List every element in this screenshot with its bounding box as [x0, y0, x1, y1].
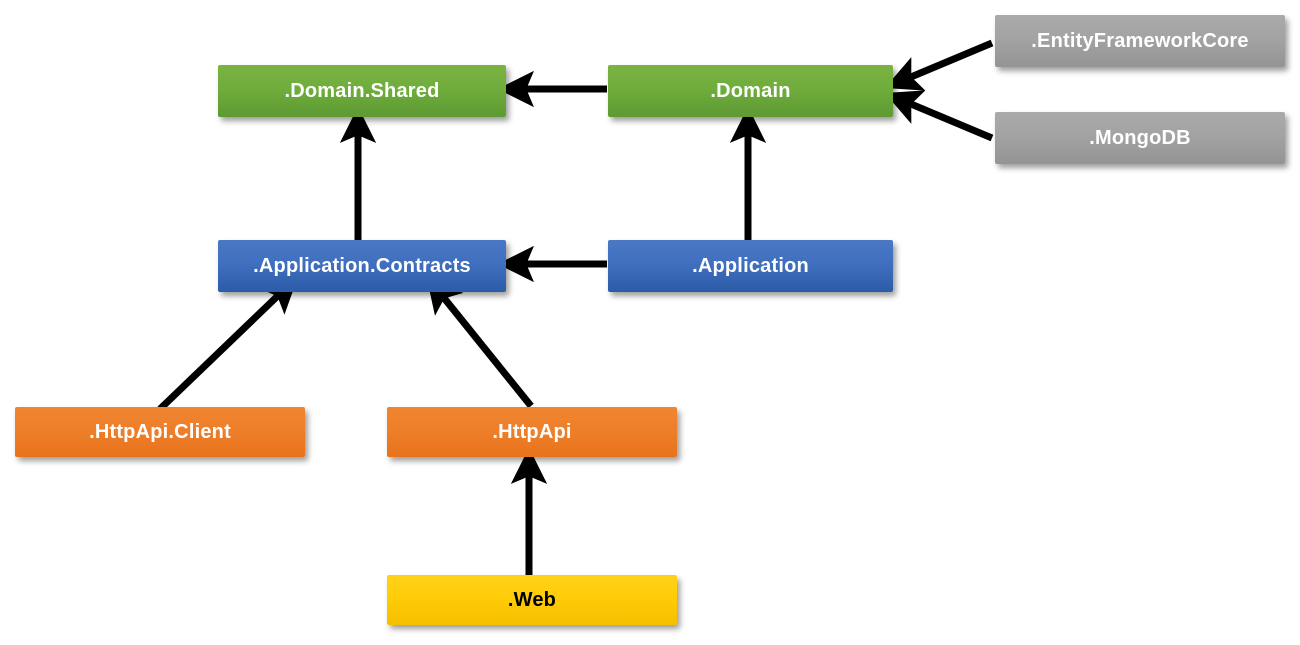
- edges-group: [157, 39, 994, 575]
- node-application-contracts[interactable]: .Application.Contracts: [218, 240, 506, 292]
- arrow-httpapi-to-application-contracts: [426, 276, 534, 409]
- node-label-httpapi-client: .HttpApi.Client: [89, 421, 231, 443]
- node-application[interactable]: .Application: [608, 240, 893, 292]
- node-label-domain-shared: .Domain.Shared: [284, 80, 440, 102]
- arrow-entityframeworkcore-to-domain: [884, 39, 994, 91]
- node-label-web: .Web: [507, 589, 557, 611]
- node-label-mongodb: .MongoDB: [1089, 127, 1191, 149]
- node-httpapi-client[interactable]: .HttpApi.Client: [15, 407, 305, 457]
- node-label-application-contracts: .Application.Contracts: [253, 255, 471, 277]
- node-web[interactable]: .Web: [387, 575, 677, 625]
- node-label-domain: .Domain: [710, 80, 791, 102]
- node-entityframeworkcore[interactable]: .EntityFrameworkCore: [995, 15, 1285, 67]
- arrow-httpapi-client-to-application-contracts: [157, 276, 299, 412]
- node-httpapi[interactable]: .HttpApi: [387, 407, 677, 457]
- node-mongodb[interactable]: .MongoDB: [995, 112, 1285, 164]
- node-domain[interactable]: .Domain: [608, 65, 893, 117]
- node-label-entityframeworkcore: .EntityFrameworkCore: [1031, 30, 1249, 52]
- arrow-mongodb-to-domain: [884, 90, 994, 142]
- node-label-httpapi: .HttpApi: [492, 421, 572, 443]
- node-domain-shared[interactable]: .Domain.Shared: [218, 65, 506, 117]
- node-label-application: .Application: [692, 255, 809, 277]
